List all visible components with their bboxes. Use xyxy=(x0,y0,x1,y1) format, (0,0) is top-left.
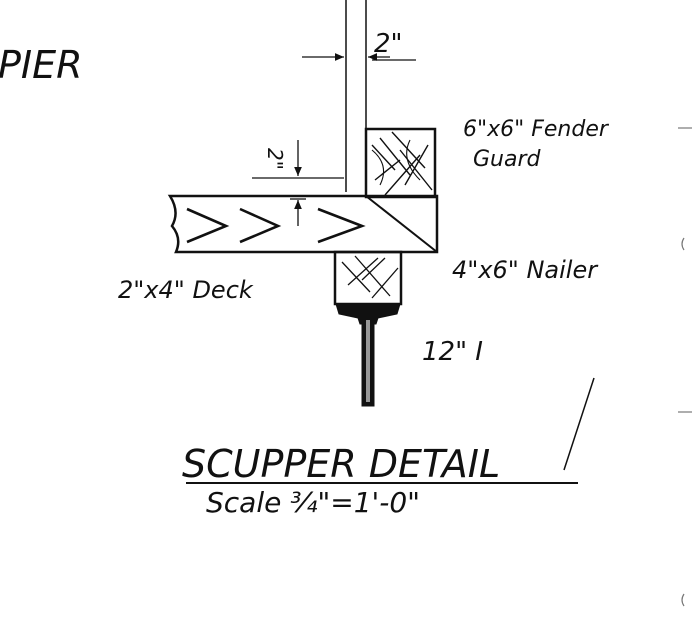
fender-guard-label-line1: 6"x6" Fender xyxy=(463,117,610,142)
beam-label: 12" I xyxy=(422,337,483,367)
margin-marks xyxy=(678,127,692,607)
scupper-opening xyxy=(345,0,367,192)
deck-label: 2"x4" Deck xyxy=(118,276,254,304)
fender-guard-timber xyxy=(364,127,437,199)
deck-plank xyxy=(167,194,439,254)
i-beam xyxy=(335,303,401,407)
nailer-label: 4"x6" Nailer xyxy=(452,256,599,284)
pier-label-fragment: PIER xyxy=(0,43,83,87)
stray-leader-line xyxy=(563,377,595,471)
top-dimension xyxy=(302,53,416,61)
top-dimension-label: 2" xyxy=(374,29,403,59)
side-dimension xyxy=(252,140,344,226)
fender-guard-label-line2: Guard xyxy=(473,147,542,172)
detail-scale: Scale ¾"=1'-0" xyxy=(206,486,420,519)
side-dimension-label: 2" xyxy=(263,148,287,170)
detail-title: SCUPPER DETAIL xyxy=(182,442,500,486)
nailer-timber xyxy=(333,250,403,306)
